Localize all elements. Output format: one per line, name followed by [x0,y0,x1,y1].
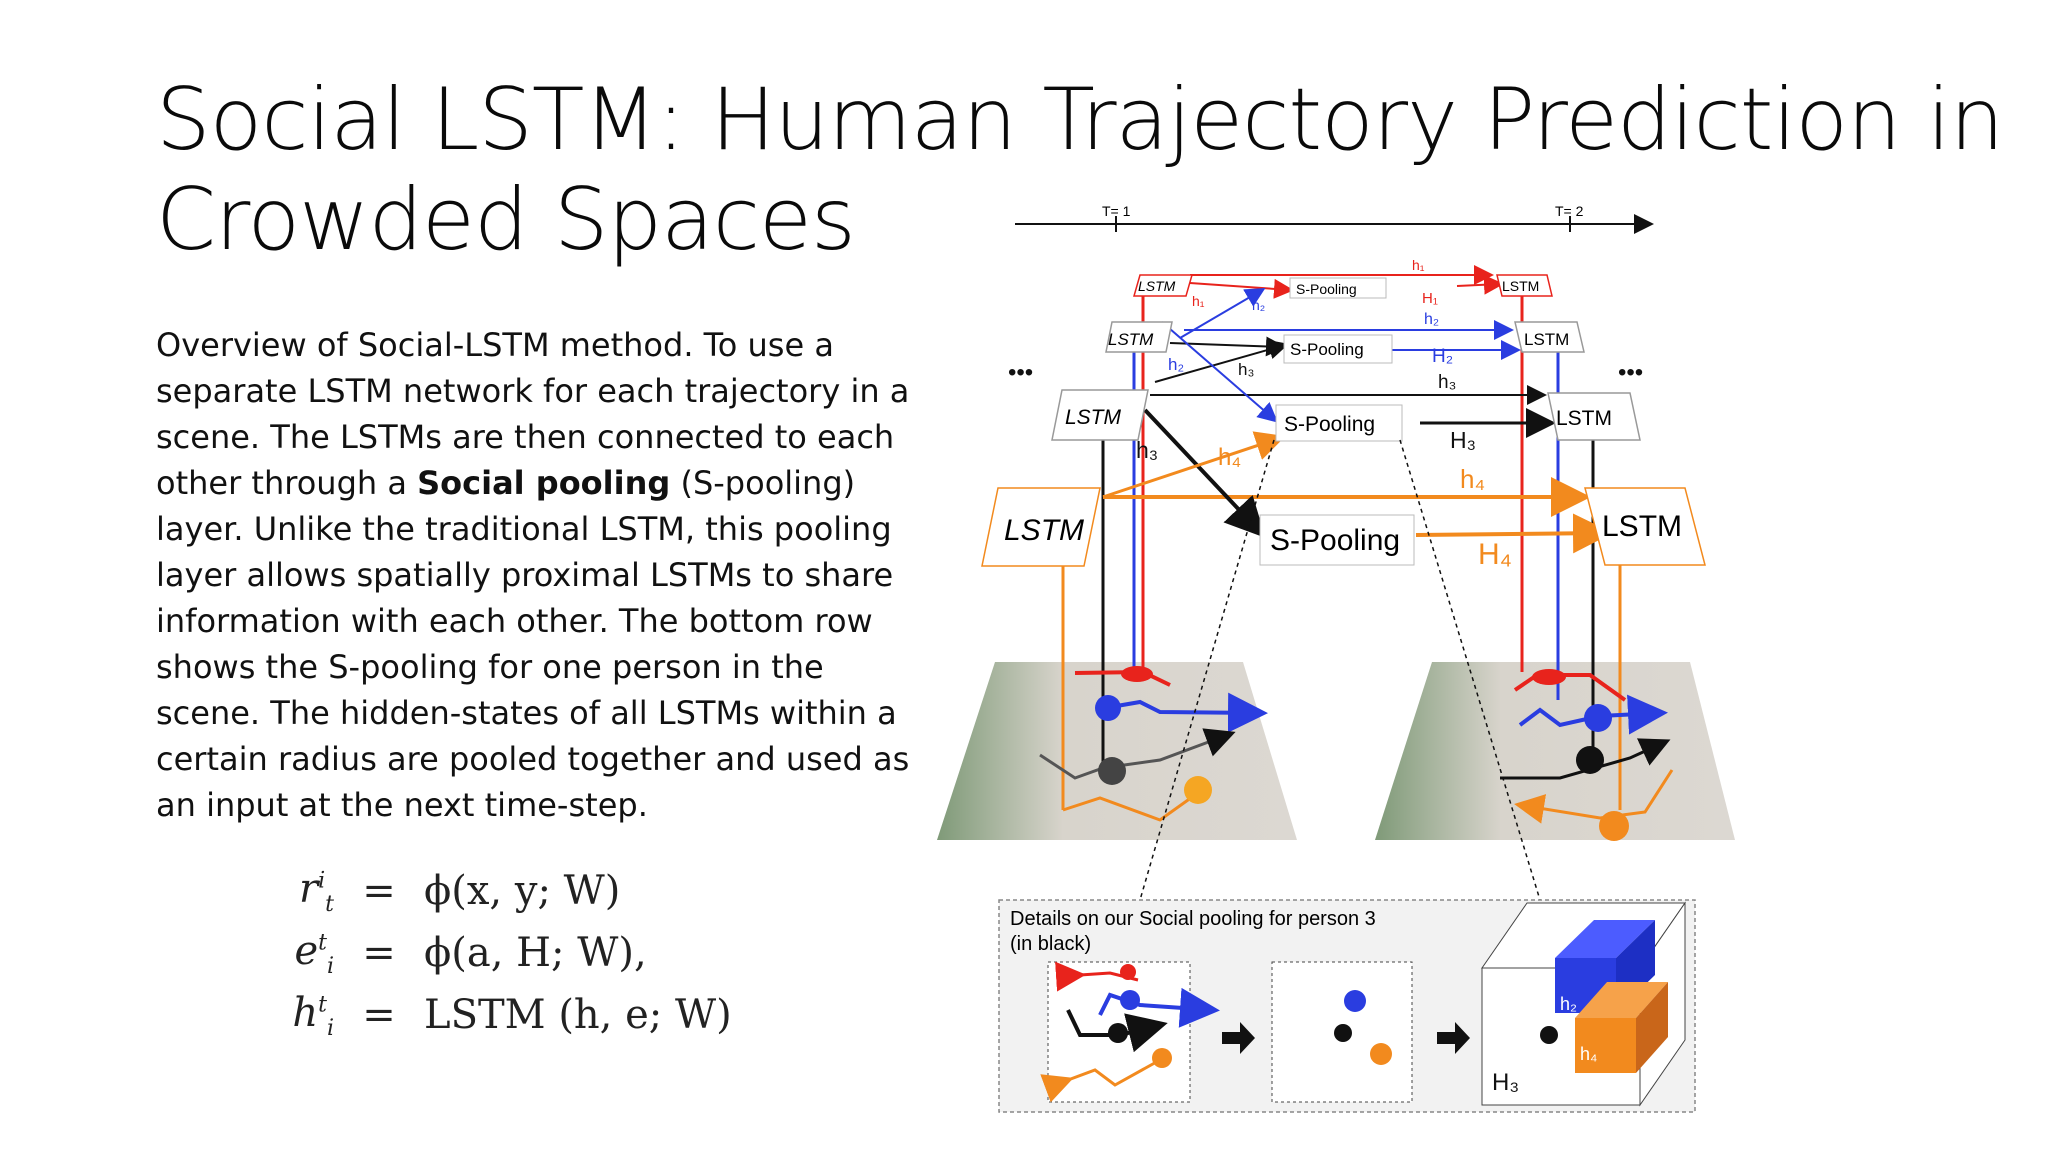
lstm-node-left-2: LSTM [1105,321,1173,353]
spool-label: S-Pooling [1284,413,1375,436]
time-label-t2: T= 2 [1555,203,1584,219]
eq1-equals: = [362,868,396,914]
lstm-node-right-3: LSTM [1547,392,1641,441]
label-h1-left: h₁ [1192,293,1205,309]
pooling-tensor-cube: h₂ h₄ H₃ [1481,901,1686,1107]
spool-label: S-Pooling [1296,281,1357,297]
trajectories-t1 [1039,666,1268,822]
details-grid-panel [1271,961,1413,1103]
eq1-rhs: ϕ(x, y; W) [424,868,621,914]
label-h2-left: h₂ [1252,297,1265,313]
cube-label-h4: h₄ [1580,1044,1597,1064]
eq2-sub: i [326,953,334,979]
spool-label: S-Pooling [1290,340,1364,359]
label-h3-top: h₃ [1438,372,1456,393]
lstm-node-left-4: LSTM [981,487,1101,567]
trajectories-t2 [1500,669,1674,841]
desc-text-2: (S-pooling) layer. Unlike the traditiona… [156,464,910,824]
slide-title: Social LSTM: Human Trajectory Prediction… [156,70,2004,270]
s-pooling-node-3: S-Pooling [1275,404,1403,442]
cube-label-H3: H₃ [1492,1069,1519,1096]
lstm-node-right-1: LSTM [1496,274,1553,297]
equations-block: rit = ϕ(x, y; W) eti = ϕ(a, H; W), hti =… [270,860,830,1046]
details-caption-line2: (in black) [1010,933,1091,955]
ellipsis-left: ••• [1008,359,1033,386]
eq2-sup: t [318,930,327,956]
lstm-label: LSTM [1602,510,1682,543]
label-h3-mid: h₃ [1238,360,1254,379]
eq2-lhs: e [294,927,319,974]
lstm-label: LSTM [1556,407,1612,430]
eq1-lhs: r [298,865,319,912]
label-h1-top: h₁ [1412,257,1425,273]
label-h2-top: h₂ [1424,311,1439,328]
equation-3: hti = LSTM (h, e; W) [270,984,830,1046]
equation-2: eti = ϕ(a, H; W), [270,922,830,984]
scene-image-t1 [937,662,1297,840]
s-pooling-node-4: S-Pooling [1259,514,1415,566]
lstm-node-right-2: LSTM [1514,321,1585,353]
label-h4-top: h₄ [1460,464,1485,494]
time-label-t1: T= 1 [1102,203,1131,219]
label-H1: H₁ [1422,290,1438,307]
equation-1: rit = ϕ(x, y; W) [270,860,830,922]
figure-svg: T= 1 T= 2 LSTM LSTM LSTM LSTM [937,203,1735,1113]
scene-image-t2 [1375,662,1735,840]
lstm-node-left-1: LSTM [1133,274,1193,297]
s-pooling-node-1: S-Pooling [1289,277,1387,299]
eq3-rhs: LSTM (h, e; W) [424,992,732,1038]
eq1-sup: i [318,868,326,894]
s-pooling-node-2: S-Pooling [1283,334,1393,364]
lstm-label: LSTM [1108,330,1154,349]
label-H3: H₃ [1450,427,1476,453]
eq2-rhs: ϕ(a, H; W), [424,930,647,976]
desc-text-1: Overview of Social-LSTM method. To use a… [156,326,910,502]
lstm-label: LSTM [1502,278,1539,294]
eq3-equals: = [362,992,396,1038]
lstm-label: LSTM [1138,278,1176,294]
eq1-sub: t [325,891,334,917]
details-caption-line1: Details on our Social pooling for person… [1010,908,1376,930]
cube-label-h2: h₂ [1560,994,1577,1014]
pooling-details-box: Details on our Social pooling for person… [998,899,1696,1113]
label-h3-left: h₃ [1136,437,1158,463]
title-line-1: Social LSTM: Human Trajectory Prediction… [156,70,2004,170]
eq2-equals: = [362,930,396,976]
eq3-sup: t [318,992,327,1018]
label-h2-mid: h₂ [1168,355,1184,374]
lstm-label: LSTM [1065,406,1122,429]
social-lstm-figure: T= 1 T= 2 LSTM LSTM LSTM LSTM [930,188,1740,1118]
lstm-label: LSTM [1004,514,1084,547]
title-line-2: Crowded Spaces [156,170,856,270]
lstm-label: LSTM [1524,330,1569,349]
label-h4-left: h₄ [1218,444,1241,471]
desc-bold-social-pooling: Social pooling [417,464,671,502]
label-H4: H₄ [1478,538,1512,571]
lstm-node-left-3: LSTM [1051,389,1149,441]
ellipsis-right: ••• [1618,359,1643,386]
description-paragraph: Overview of Social-LSTM method. To use a… [156,322,916,828]
label-H2: H₂ [1432,346,1453,367]
eq3-lhs: h [292,989,319,1036]
eq3-sub: i [326,1015,334,1041]
lstm-node-right-4: LSTM [1584,487,1706,566]
spool-label: S-Pooling [1270,524,1400,557]
